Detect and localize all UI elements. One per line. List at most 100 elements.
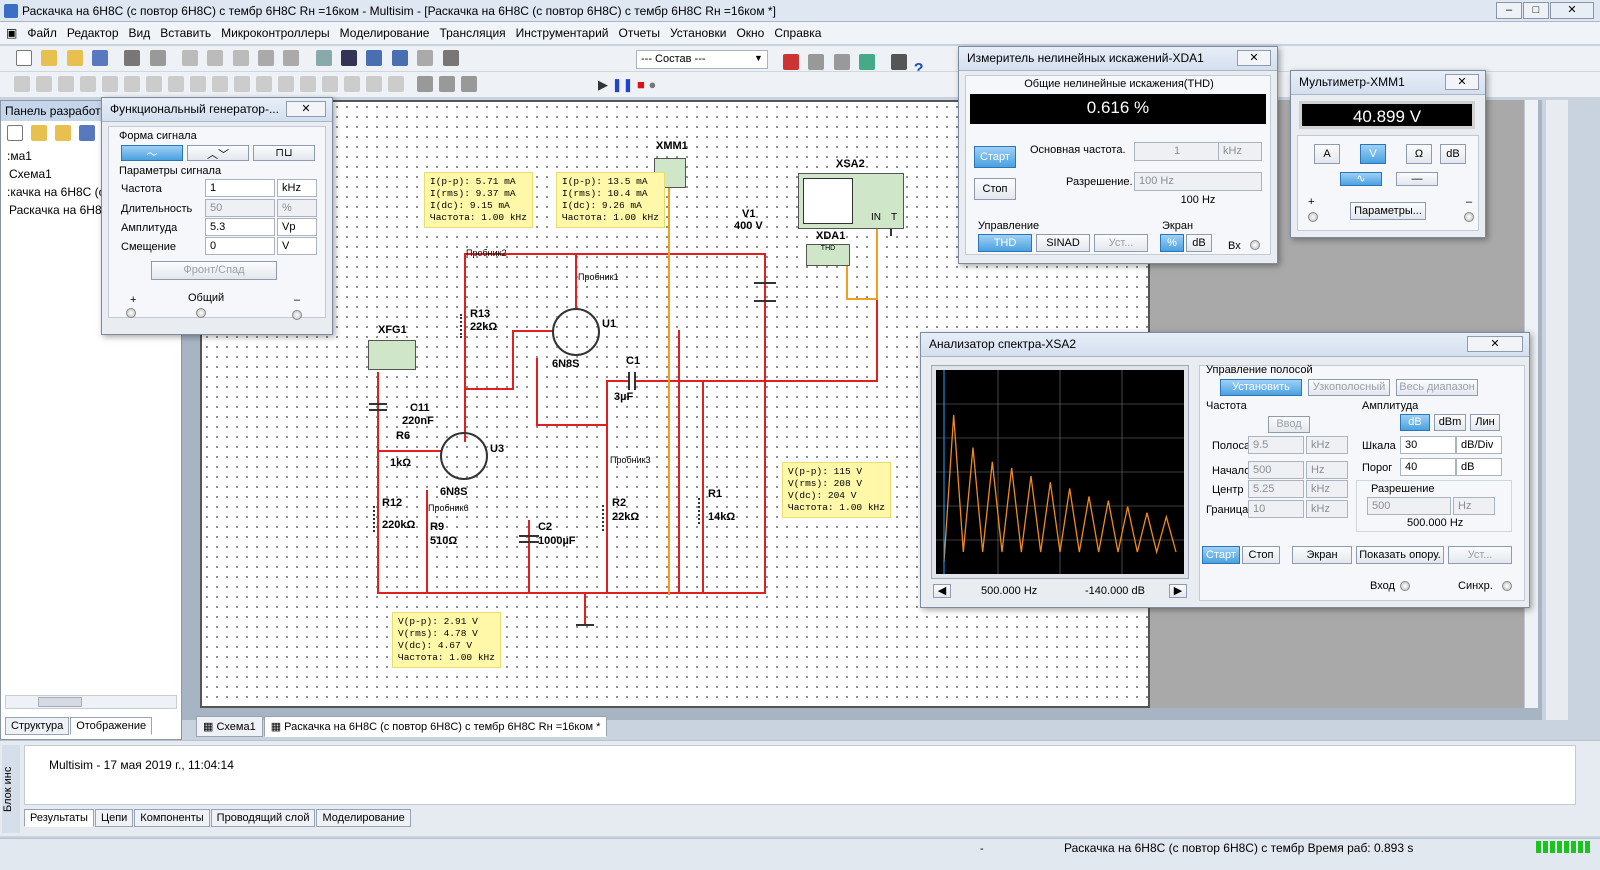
redo-icon[interactable]	[283, 50, 300, 66]
menu-tools[interactable]: Инструментарий	[515, 26, 609, 40]
triangle-wave-button[interactable]: ︿﹀	[187, 145, 249, 161]
sa-span-unit[interactable]: kHz	[1306, 436, 1348, 454]
u3-tube[interactable]	[440, 432, 488, 480]
tab-nets[interactable]: Цепи	[94, 809, 134, 827]
mm-close-button[interactable]: ✕	[1445, 74, 1479, 90]
diode-icon[interactable]	[58, 76, 74, 92]
mm-ac-button[interactable]: ∿	[1340, 172, 1382, 186]
indicator-icon[interactable]	[212, 76, 228, 92]
erc-icon[interactable]	[783, 54, 799, 70]
minimize-button[interactable]: –	[1496, 2, 1522, 19]
spreadsheet-icon[interactable]	[366, 50, 383, 66]
mm-volt-button[interactable]: V	[1360, 144, 1386, 164]
zoom-find-icon[interactable]	[891, 54, 908, 70]
thd-input-terminal[interactable]	[1250, 240, 1260, 250]
r13-symbol[interactable]	[460, 314, 470, 338]
xda1-symbol[interactable]: THD	[806, 244, 850, 266]
analog-icon[interactable]	[102, 76, 118, 92]
thd-stop-button[interactable]: Стоп	[974, 178, 1016, 200]
step-icon[interactable]: ●	[648, 77, 657, 92]
thd-titlebar[interactable]: Измеритель нелинейных искажений-XDA1✕	[959, 47, 1277, 71]
electromech-icon[interactable]	[322, 76, 338, 92]
mm-db-button[interactable]: dB	[1440, 144, 1466, 164]
sa-end-unit[interactable]: kHz	[1306, 500, 1348, 518]
source-icon[interactable]	[14, 76, 30, 92]
sa-set-span-button[interactable]: Установить	[1220, 379, 1302, 396]
sa-start-unit[interactable]: Hz	[1306, 461, 1348, 479]
sa-sync-terminal[interactable]	[1502, 581, 1512, 591]
tab-copper-layer[interactable]: Проводящий слой	[210, 809, 316, 827]
db-manager-icon[interactable]	[417, 50, 434, 66]
undo-icon[interactable]	[258, 50, 275, 66]
component-icon[interactable]	[442, 50, 459, 66]
wire-icon[interactable]	[461, 76, 477, 92]
sa-res-input[interactable]: 500	[1367, 497, 1451, 515]
fgen-amp-unit[interactable]: Vp	[277, 218, 317, 236]
sa-db-button[interactable]: dB	[1400, 414, 1430, 431]
fgen-amp-input[interactable]: 5.3	[205, 218, 275, 236]
sa-close-button[interactable]: ✕	[1467, 336, 1523, 352]
sa-screen-button[interactable]: Экран	[1292, 546, 1352, 564]
thd-start-button[interactable]: Старт	[974, 146, 1016, 168]
grapher-icon[interactable]	[391, 50, 408, 66]
save-design-icon[interactable]	[55, 125, 71, 141]
tab-results[interactable]: Результаты	[24, 809, 94, 827]
battery-symbol[interactable]	[754, 282, 776, 302]
sa-center-unit[interactable]: kHz	[1306, 480, 1348, 498]
sa-span-input[interactable]: 9.5	[1248, 436, 1304, 454]
fgen-freq-input[interactable]: 1	[205, 179, 275, 197]
tab-hierarchy[interactable]: Структура	[5, 717, 70, 735]
menu-help[interactable]: Справка	[774, 26, 822, 40]
tree-item[interactable]: Схема1	[9, 167, 52, 181]
mixed-icon[interactable]	[190, 76, 206, 92]
menu-simulate[interactable]: Моделирование	[339, 26, 430, 40]
sa-scale-unit[interactable]: dB/Div	[1456, 436, 1502, 454]
sa-scale-input[interactable]: 30	[1400, 436, 1456, 454]
sa-input-terminal[interactable]	[1400, 581, 1410, 591]
c1-symbol[interactable]	[628, 372, 636, 390]
xsa2-symbol[interactable]: IN T	[798, 173, 904, 229]
copy-icon[interactable]	[207, 50, 224, 66]
mm-dc-button[interactable]: —	[1396, 172, 1438, 186]
tree-item[interactable]: :ма1	[7, 149, 32, 163]
sa-lin-button[interactable]: Лин	[1470, 414, 1500, 431]
fgen-offset-unit[interactable]: V	[277, 237, 317, 255]
open-sample-icon[interactable]	[66, 50, 83, 66]
sine-wave-button[interactable]: 〜	[121, 145, 183, 161]
tab-schema1[interactable]: ▦ Схема1	[196, 716, 263, 737]
tab-simulation[interactable]: Моделирование	[316, 809, 411, 827]
rise-fall-button[interactable]: Фронт/Спад	[151, 261, 277, 280]
xfg1-symbol[interactable]	[368, 340, 416, 370]
square-wave-button[interactable]: ⊓⊔	[253, 145, 315, 161]
tree-item[interactable]: :качка на 6Н8С (с	[7, 185, 105, 199]
sa-enter-button[interactable]: Ввод	[1268, 416, 1310, 433]
ttl-icon[interactable]	[124, 76, 140, 92]
r1-symbol[interactable]	[698, 498, 708, 524]
fullscreen-icon[interactable]	[315, 50, 332, 66]
sa-start-input[interactable]: 500	[1248, 461, 1304, 479]
mm-ampere-button[interactable]: A	[1314, 144, 1340, 164]
stop-sim-icon[interactable]: ■	[637, 77, 645, 92]
c11-symbol[interactable]	[369, 403, 387, 411]
sa-cursor-right-button[interactable]: ▶	[1169, 584, 1187, 598]
sa-cursor-left-button[interactable]: ◀	[933, 584, 951, 598]
sa-dbm-button[interactable]: dBm	[1434, 414, 1466, 431]
basic-icon[interactable]	[36, 76, 52, 92]
probe-tool-icon[interactable]	[417, 76, 433, 92]
fgen-duty-unit[interactable]: %	[277, 199, 317, 217]
cmos-icon[interactable]	[146, 76, 162, 92]
sa-settings-button[interactable]: Уст...	[1448, 546, 1512, 564]
menu-options[interactable]: Установки	[669, 26, 727, 40]
paste-icon[interactable]	[232, 50, 249, 66]
sa-stop-button[interactable]: Стоп	[1242, 546, 1280, 564]
tree-item[interactable]: Раскачка на 6Н8(	[9, 203, 106, 217]
sa-end-input[interactable]: 10	[1248, 500, 1304, 518]
thd-mode-button[interactable]: THD	[978, 234, 1032, 252]
open-design-icon[interactable]	[31, 125, 47, 141]
sa-threshold-unit[interactable]: dB	[1456, 458, 1502, 476]
thd-close-button[interactable]: ✕	[1237, 50, 1271, 66]
sa-start-button[interactable]: Старт	[1202, 546, 1240, 564]
run-icon[interactable]: ▶	[598, 77, 608, 92]
combo-arrow-icon[interactable]: ▼	[754, 53, 763, 63]
menu-transfer[interactable]: Трансляция	[439, 26, 506, 40]
